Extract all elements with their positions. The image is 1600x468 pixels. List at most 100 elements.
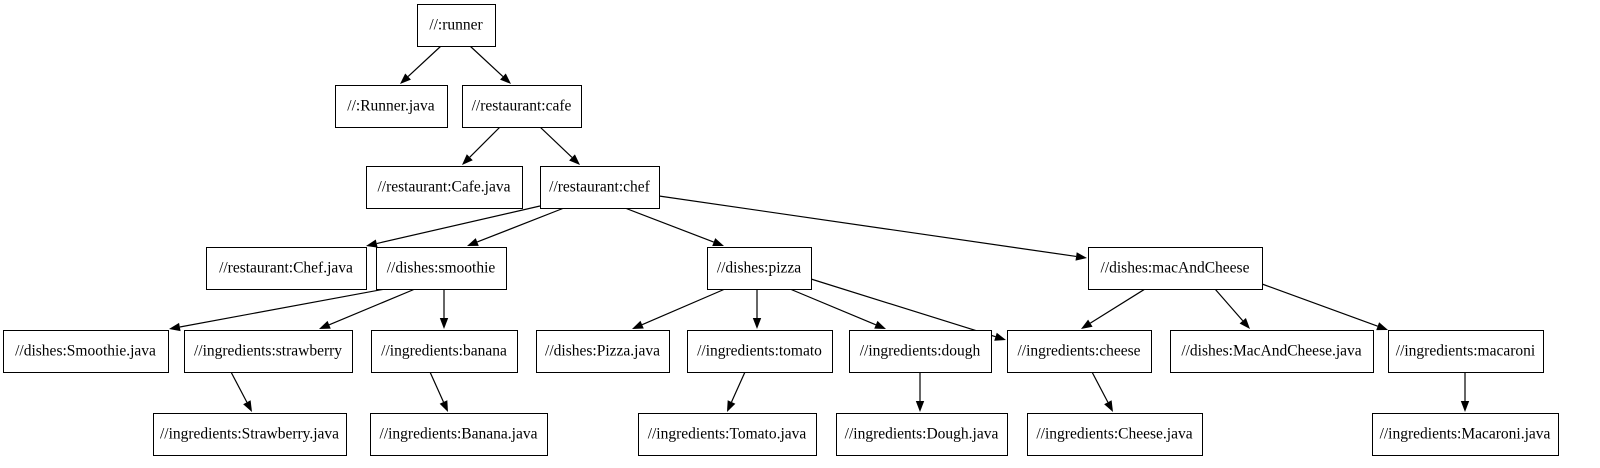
graph-node-strawberry_java[interactable]: //ingredients:Strawberry.java xyxy=(152,412,348,457)
graph-node-banana_java[interactable]: //ingredients:Banana.java xyxy=(369,412,549,457)
graph-edge xyxy=(429,371,448,412)
graph-edge xyxy=(319,288,416,329)
node-label: //dishes:pizza xyxy=(717,260,801,277)
graph-node-cheese_java[interactable]: //ingredients:Cheese.java xyxy=(1026,412,1204,457)
graph-node-ing_macaroni[interactable]: //ingredients:macaroni xyxy=(1387,329,1545,374)
node-box[interactable] xyxy=(1387,329,1545,374)
graph-node-ing_banana[interactable]: //ingredients:banana xyxy=(370,329,519,374)
graph-node-cafe_java[interactable]: //restaurant:Cafe.java xyxy=(365,165,524,210)
node-label: //dishes:macAndCheese xyxy=(1101,260,1250,277)
graph-edge xyxy=(632,288,726,329)
edge-arrowhead-icon xyxy=(994,332,1006,341)
graph-node-smoothie_java[interactable]: //dishes:Smoothie.java xyxy=(2,329,170,374)
graph-edge xyxy=(230,371,252,412)
edge-arrowhead-icon xyxy=(1239,317,1250,329)
node-label: //restaurant:Chef.java xyxy=(219,260,353,277)
edge-line xyxy=(469,45,504,77)
node-label: //ingredients:Dough.java xyxy=(845,426,999,443)
nodes-layer: //:runner //:Runner.java //restaurant:cafe… xyxy=(2,3,1560,457)
node-box[interactable] xyxy=(375,246,508,291)
graph-node-restaurant_cafe[interactable]: //restaurant:cafe xyxy=(461,84,583,129)
graph-node-dough_java[interactable]: //ingredients:Dough.java xyxy=(835,412,1009,457)
graph-edge xyxy=(400,45,442,84)
graph-node-runner[interactable]: //:runner xyxy=(416,3,497,48)
node-box[interactable] xyxy=(1371,412,1560,457)
edge-arrowhead-icon xyxy=(169,322,181,332)
graph-node-macandcheese_java[interactable]: //dishes:MacAndCheese.java xyxy=(1169,329,1375,374)
graph-node-chef_java[interactable]: //restaurant:Chef.java xyxy=(205,246,368,291)
node-box[interactable] xyxy=(334,84,449,129)
edge-line xyxy=(658,195,1077,258)
edge-line xyxy=(624,207,714,243)
node-box[interactable] xyxy=(2,329,170,374)
node-box[interactable] xyxy=(535,329,671,374)
node-box[interactable] xyxy=(370,329,519,374)
node-box[interactable] xyxy=(1006,329,1153,374)
node-box[interactable] xyxy=(637,412,818,457)
graph-edge xyxy=(752,289,762,329)
node-box[interactable] xyxy=(539,165,661,210)
edge-arrowhead-icon xyxy=(727,400,736,412)
edge-arrowhead-icon xyxy=(1081,319,1093,329)
node-label: //ingredients:Tomato.java xyxy=(648,426,807,443)
graph-edge xyxy=(1460,372,1470,412)
edge-line xyxy=(407,45,442,77)
graph-edge xyxy=(915,372,925,412)
edge-arrowhead-icon xyxy=(439,400,448,412)
node-box[interactable] xyxy=(1169,329,1375,374)
node-box[interactable] xyxy=(835,412,1009,457)
edge-line xyxy=(1091,371,1109,403)
graph-node-pizza_java[interactable]: //dishes:Pizza.java xyxy=(535,329,671,374)
node-label: //ingredients:banana xyxy=(381,343,507,360)
graph-node-ing_cheese[interactable]: //ingredients:cheese xyxy=(1006,329,1153,374)
node-box[interactable] xyxy=(686,329,834,374)
node-box[interactable] xyxy=(1087,246,1264,291)
graph-edge xyxy=(1261,283,1388,331)
node-label: //ingredients:cheese xyxy=(1017,343,1140,360)
node-box[interactable] xyxy=(152,412,348,457)
node-label: //dishes:Pizza.java xyxy=(545,343,660,360)
graph-node-ing_dough[interactable]: //ingredients:dough xyxy=(848,329,993,374)
edge-line xyxy=(539,126,573,158)
edge-arrowhead-icon xyxy=(569,154,580,165)
graph-node-ing_tomato[interactable]: //ingredients:tomato xyxy=(686,329,834,374)
node-box[interactable] xyxy=(848,329,993,374)
node-label: //ingredients:Macaroni.java xyxy=(1380,426,1551,443)
edge-arrowhead-icon xyxy=(439,318,449,329)
node-box[interactable] xyxy=(461,84,583,129)
graph-edge xyxy=(539,126,580,165)
node-box[interactable] xyxy=(365,165,524,210)
graph-node-tomato_java[interactable]: //ingredients:Tomato.java xyxy=(637,412,818,457)
graph-edge xyxy=(469,45,511,84)
edges-layer xyxy=(169,45,1470,412)
graph-node-macaroni_java[interactable]: //ingredients:Macaroni.java xyxy=(1371,412,1560,457)
graph-node-dishes_macandchs[interactable]: //dishes:macAndCheese xyxy=(1087,246,1264,291)
edge-line xyxy=(730,371,746,403)
edge-arrowhead-icon xyxy=(712,238,724,246)
graph-node-dishes_smoothie[interactable]: //dishes:smoothie xyxy=(375,246,508,291)
graph-node-runner_java[interactable]: //:Runner.java xyxy=(334,84,449,129)
edge-arrowhead-icon xyxy=(632,320,644,329)
node-label: //ingredients:strawberry xyxy=(194,343,342,360)
node-box[interactable] xyxy=(1026,412,1204,457)
node-box[interactable] xyxy=(183,329,354,374)
graph-node-dishes_pizza[interactable]: //dishes:pizza xyxy=(706,246,813,291)
node-box[interactable] xyxy=(369,412,549,457)
graph-node-restaurant_chef[interactable]: //restaurant:chef xyxy=(539,165,661,210)
node-label: //restaurant:chef xyxy=(549,179,651,196)
edge-line xyxy=(179,288,386,328)
graph-node-ing_strawberry[interactable]: //ingredients:strawberry xyxy=(183,329,354,374)
edge-arrowhead-icon xyxy=(1460,401,1470,412)
graph-edge xyxy=(1091,371,1113,412)
edge-line xyxy=(477,207,565,243)
node-box[interactable] xyxy=(205,246,368,291)
node-label: //ingredients:tomato xyxy=(697,343,822,360)
node-label: //ingredients:Banana.java xyxy=(380,426,538,443)
node-box[interactable] xyxy=(416,3,497,48)
graph-edge xyxy=(624,207,724,246)
edge-arrowhead-icon xyxy=(874,320,886,329)
edge-line xyxy=(1090,288,1146,324)
node-box[interactable] xyxy=(706,246,813,291)
